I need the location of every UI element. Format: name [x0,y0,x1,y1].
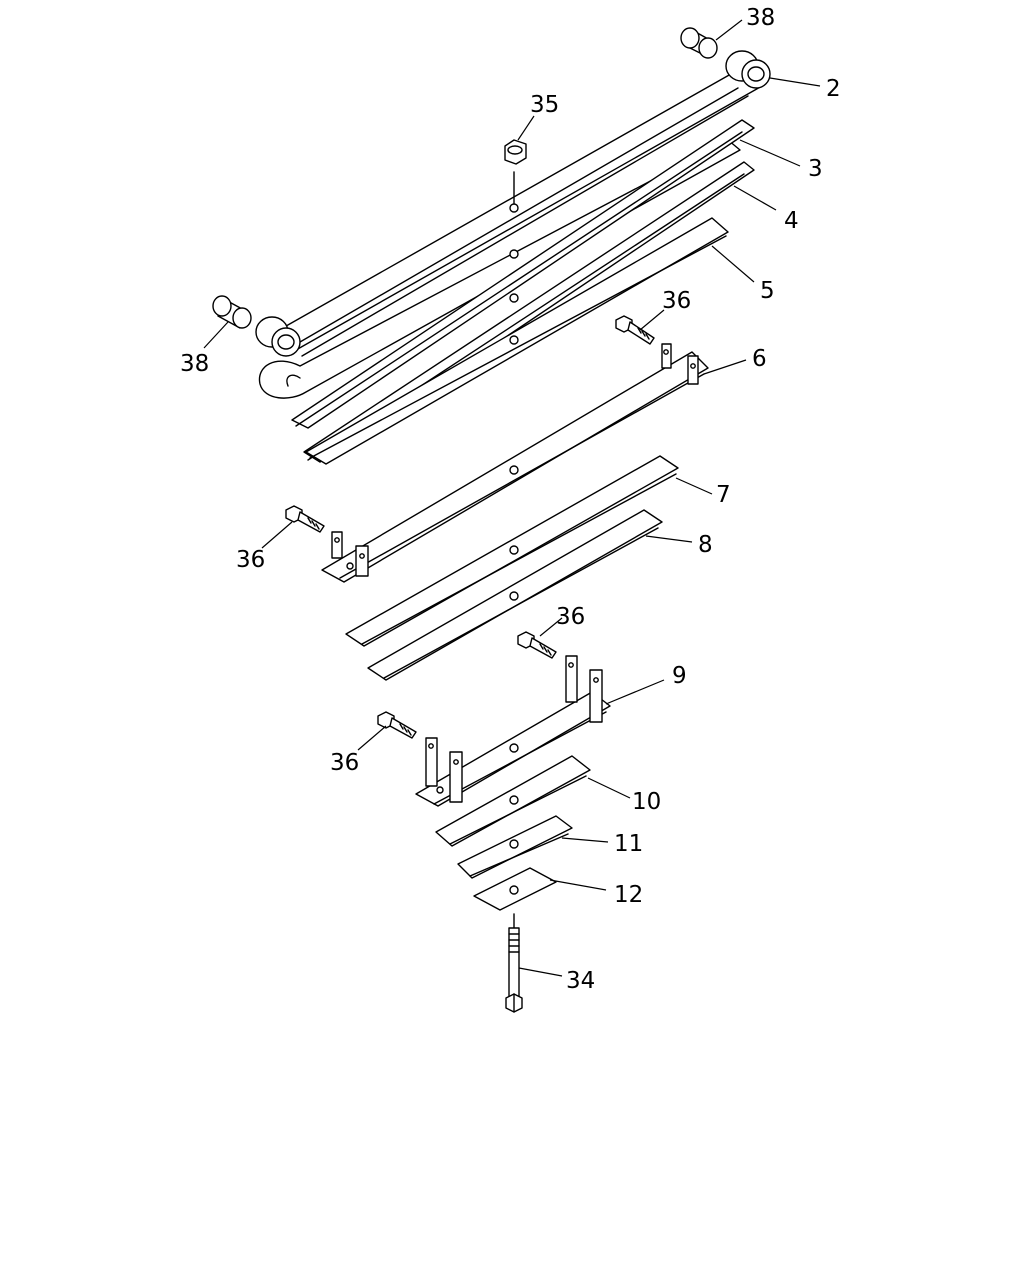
bracket-leaf-part-6 [321,343,709,583]
leaf-part-8 [367,509,663,681]
callout-34: 34 [566,968,595,994]
callout-4: 4 [784,208,799,234]
callout-10: 10 [632,789,661,815]
leaf-part-3 [291,119,755,429]
bracket-leaf-part-9 [415,655,611,807]
callout-11: 11 [614,831,643,857]
callout-2: 2 [826,76,841,102]
callout-5: 5 [760,278,775,304]
callout-38-top: 38 [746,5,775,31]
leaf-part-7 [345,455,679,647]
nut-part-35 [504,139,527,213]
callout-36-a: 36 [662,288,691,314]
callout-35: 35 [530,92,559,118]
callout-36-d: 36 [330,750,359,776]
callout-36-b: 36 [236,547,265,573]
callout-7: 7 [716,482,731,508]
bolt-part-36-a [615,315,655,345]
callout-12: 12 [614,882,643,908]
callout-36-c: 36 [556,604,585,630]
bushing-part-38-left [212,295,252,329]
leaf-part-5 [305,217,729,465]
callout-9: 9 [672,663,687,689]
callout-3: 3 [808,156,823,182]
leaf-part-10 [435,755,591,847]
callout-38-left: 38 [180,351,209,377]
leader-lines [203,19,821,977]
leaf-part-11 [457,815,573,879]
spacer-part-12 [473,867,557,911]
callout-8: 8 [698,532,713,558]
bolt-part-36-d [377,711,417,739]
center-bolt-part-34 [505,913,523,1013]
bushing-part-38-top [680,27,718,59]
bolt-part-36-c [517,631,557,659]
bolt-part-36-b [285,505,325,533]
callout-6: 6 [752,346,767,372]
callout-labels: 38 2 35 3 4 5 36 38 6 7 36 8 36 9 36 10 … [180,5,841,994]
